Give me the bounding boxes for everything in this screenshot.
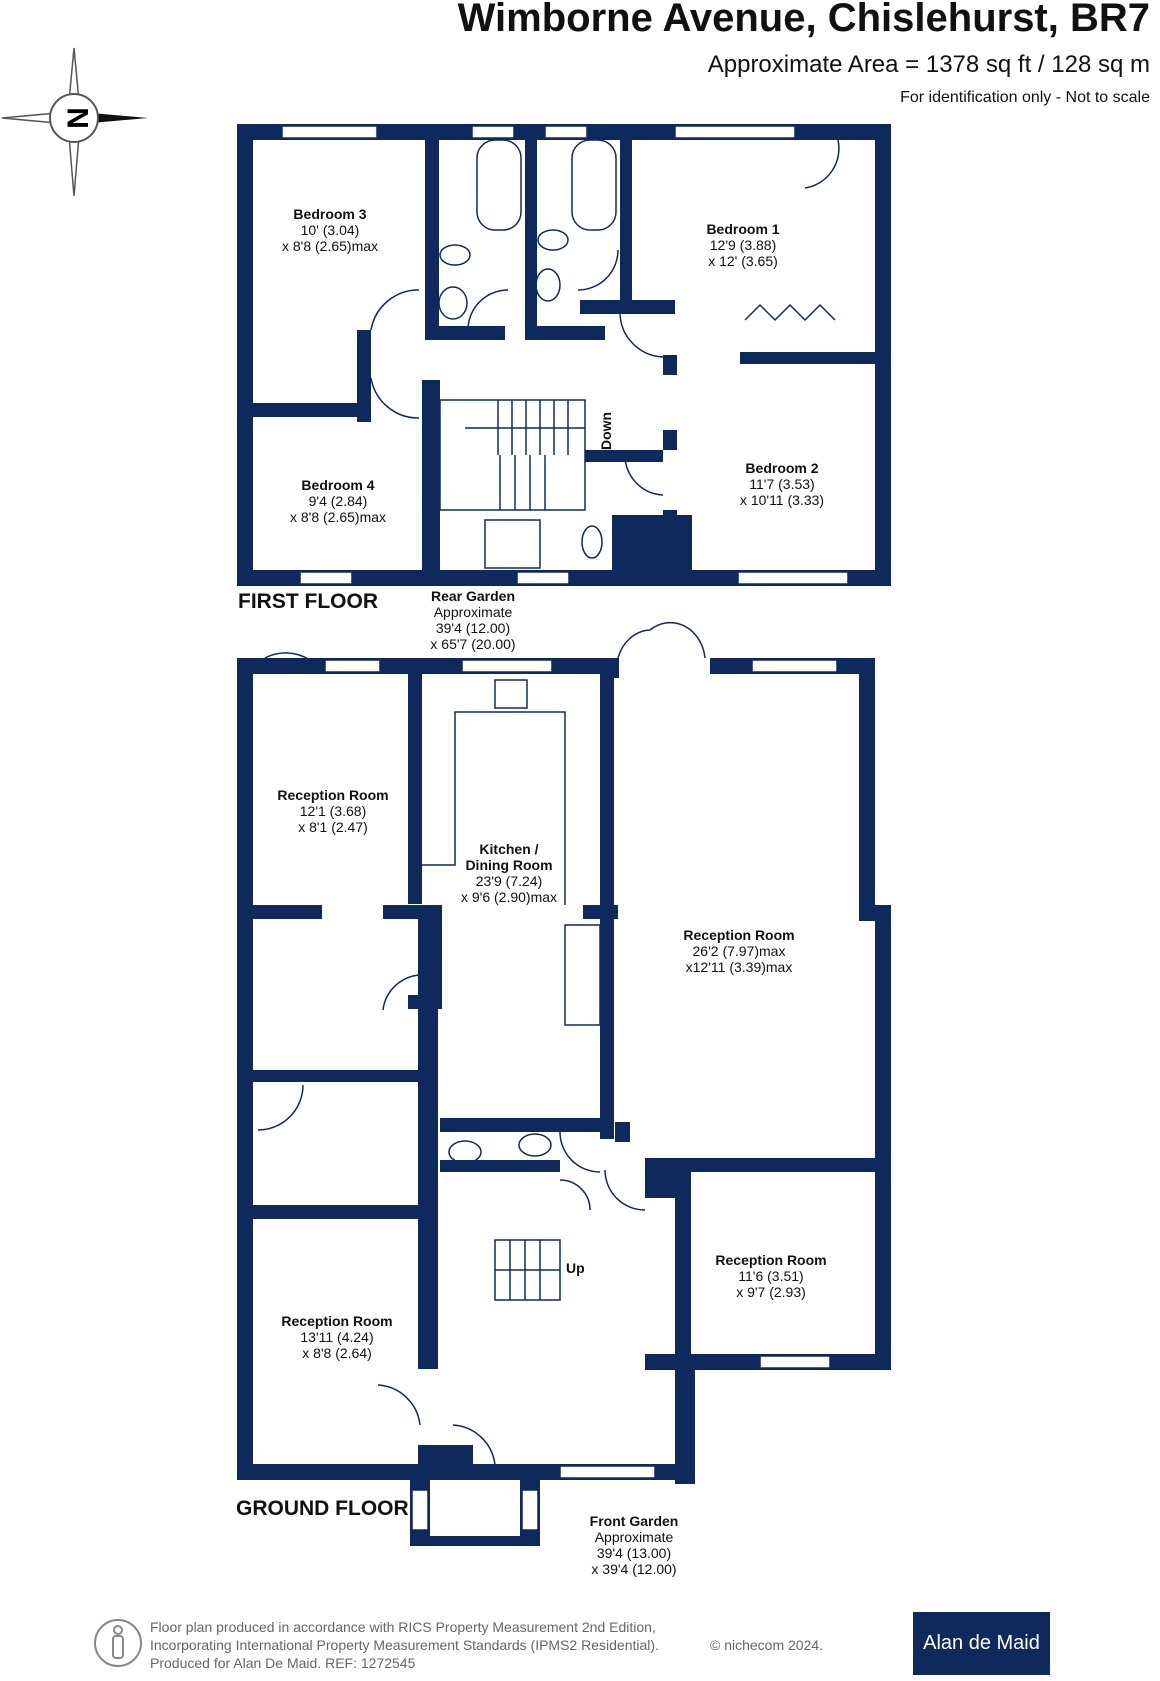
- room-dimension: 12'9 (3.88): [709, 237, 777, 253]
- room-name: Bedroom 1: [706, 221, 780, 237]
- room-name: Dining Room: [465, 857, 553, 873]
- first-floor-fixtures: [281, 125, 849, 585]
- room-dimension: x 9'6 (2.90)max: [460, 889, 558, 905]
- area-note: Approximate: [594, 1529, 674, 1545]
- stairs-down-label: Down: [598, 411, 614, 450]
- room-dimension: 11'6 (3.51): [738, 1268, 804, 1284]
- room-dimension: 9'4 (2.84): [308, 493, 368, 509]
- area-dimension: 39'4 (13.00): [596, 1545, 672, 1561]
- room-dimension: x 8'8 (2.65)max: [281, 238, 379, 254]
- room-reception-front-left: Reception Room 13'11 (4.24) x 8'8 (2.64): [281, 1313, 392, 1361]
- area-note: Approximate: [433, 604, 513, 620]
- room-name: Reception Room: [715, 1252, 827, 1268]
- rear-garden: Rear Garden Approximate 39'4 (12.00) x 6…: [430, 588, 515, 652]
- room-reception-large: Reception Room 26'2 (7.97)max x12'11 (3.…: [683, 927, 794, 975]
- room-dimension: x 12' (3.65): [708, 253, 778, 269]
- room-name: Kitchen /: [479, 841, 539, 857]
- footer-notes: Floor plan produced in accordance with R…: [150, 1618, 823, 1672]
- footer-line: Produced for Alan De Maid. REF: 1272545: [150, 1655, 416, 1671]
- compass-rose-icon: N: [1, 47, 148, 197]
- room-dimension: 10' (3.04): [300, 222, 360, 238]
- room-bedroom-3: Bedroom 3 10' (3.04) x 8'8 (2.65)max: [282, 206, 378, 254]
- room-dimension: x 10'11 (3.33): [739, 492, 825, 508]
- area-name: Front Garden: [589, 1513, 679, 1529]
- room-dimension: x 8'1 (2.47): [298, 819, 368, 835]
- stairs-up-label: Up: [566, 1260, 585, 1276]
- room-dimension: x 9'7 (2.93): [736, 1284, 806, 1300]
- room-bedroom-4: Bedroom 4 9'4 (2.84) x 8'8 (2.65)max: [290, 477, 386, 525]
- approximate-area: Approximate Area = 1378 sq ft / 128 sq m: [707, 51, 1150, 78]
- room-dimension: 23'9 (7.24): [475, 873, 543, 889]
- room-dimension: x 8'8 (2.65)max: [289, 509, 387, 525]
- page-title: Wimborne Avenue, Chislehurst, BR7: [457, 0, 1150, 40]
- room-dimension: 11'7 (3.53): [749, 476, 815, 492]
- area-dimension: x 39'4 (12.00): [591, 1561, 677, 1577]
- room-dimension: x 8'8 (2.64): [302, 1345, 372, 1361]
- room-name: Reception Room: [683, 927, 795, 943]
- room-name: Bedroom 3: [293, 206, 367, 222]
- room-name: Reception Room: [281, 1313, 393, 1329]
- agent-logo: Alan de Maid: [913, 1612, 1050, 1675]
- room-bedroom-1: Bedroom 1 12'9 (3.88) x 12' (3.65): [706, 221, 779, 269]
- front-garden: Front Garden Approximate 39'4 (13.00) x …: [590, 1513, 679, 1577]
- area-dimension: x 65'7 (20.00): [430, 636, 516, 652]
- compass-letter: N: [62, 107, 95, 129]
- copyright: © nichecom 2024.: [710, 1637, 824, 1653]
- first-floor-label: FIRST FLOOR: [238, 590, 378, 613]
- room-name: Bedroom 2: [745, 460, 819, 476]
- ground-floor-label: GROUND FLOOR: [236, 1497, 409, 1520]
- room-dimension: x12'11 (3.39)max: [685, 959, 793, 975]
- area-name: Rear Garden: [430, 588, 516, 604]
- room-dimension: 12'1 (3.68): [299, 803, 367, 819]
- scale-disclaimer: For identification only - Not to scale: [900, 89, 1150, 106]
- room-name: Bedroom 4: [301, 477, 375, 493]
- footer-line: Floor plan produced in accordance with R…: [150, 1619, 656, 1635]
- room-dimension: 26'2 (7.97)max: [692, 943, 786, 959]
- room-bedroom-2: Bedroom 2 11'7 (3.53) x 10'11 (3.33): [740, 460, 824, 508]
- room-kitchen-dining: Kitchen / Dining Room 23'9 (7.24) x 9'6 …: [461, 841, 557, 905]
- ground-floor-fixtures: [257, 621, 838, 1531]
- room-name: Reception Room: [277, 787, 389, 803]
- room-reception-rear-left: Reception Room 12'1 (3.68) x 8'1 (2.47): [277, 787, 388, 835]
- area-dimension: 39'4 (12.00): [435, 620, 511, 636]
- room-dimension: 13'11 (4.24): [300, 1329, 374, 1345]
- room-reception-front-right: Reception Room 11'6 (3.51) x 9'7 (2.93): [715, 1252, 826, 1300]
- footer-line: Incorporating International Property Mea…: [150, 1637, 659, 1653]
- first-floor-walls: [237, 124, 891, 586]
